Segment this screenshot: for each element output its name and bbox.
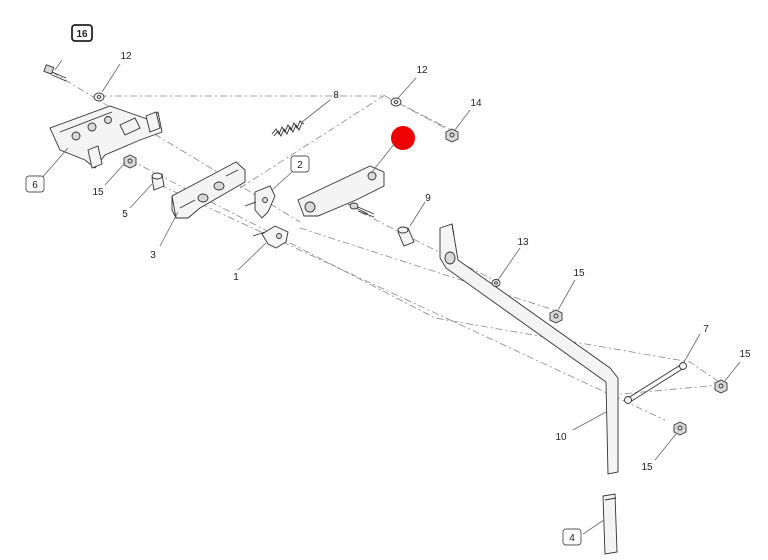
callout-6: 6	[32, 180, 38, 191]
callout-15-mid: 15	[573, 268, 585, 279]
part-nut-15-lower	[673, 421, 687, 436]
part-nut-15-mid	[549, 309, 563, 324]
part-bolt-16	[43, 64, 67, 82]
part-bracket-6	[49, 105, 163, 169]
callout-10: 10	[555, 432, 567, 443]
callout-12-right: 12	[416, 65, 428, 76]
part-bracket-2	[244, 185, 276, 219]
callout-14: 14	[470, 98, 482, 109]
callout-15-lower: 15	[641, 462, 653, 473]
callout-13: 13	[517, 237, 529, 248]
callout-15-right: 15	[739, 349, 751, 360]
part-spring-8	[271, 120, 305, 137]
callout-9: 9	[425, 193, 431, 204]
part-lever-plate	[297, 165, 385, 218]
callout-4: 4	[569, 533, 575, 544]
highlight-marker	[391, 126, 415, 150]
part-latch-1	[252, 225, 289, 249]
callout-3: 3	[150, 250, 156, 261]
part-nut-15-left	[123, 154, 137, 169]
part-washer-12-right	[390, 97, 402, 107]
callout-2: 2	[297, 160, 303, 171]
part-plate-3	[171, 161, 246, 219]
part-grip-4	[602, 493, 618, 555]
callout-15-left: 15	[92, 187, 104, 198]
part-lever-10	[439, 223, 619, 475]
callout-1: 1	[233, 272, 239, 283]
callout-5: 5	[122, 209, 128, 220]
part-washer-13	[491, 279, 501, 287]
part-rod-7	[624, 362, 687, 404]
part-nut-15-right	[714, 379, 728, 394]
part-spacer-5	[151, 172, 165, 191]
part-bushing-9	[397, 226, 415, 247]
callout-labels: 16 12 6 15 5 3 1 2 8 12 14 9 13 15 7 15 …	[25, 24, 751, 546]
part-washer-12-left	[93, 92, 105, 102]
leader-lines	[39, 59, 741, 535]
callout-8: 8	[333, 90, 339, 101]
part-nut-14	[445, 128, 459, 143]
callout-16: 16	[76, 29, 88, 40]
callout-7: 7	[703, 324, 709, 335]
callout-12-left: 12	[120, 51, 132, 62]
